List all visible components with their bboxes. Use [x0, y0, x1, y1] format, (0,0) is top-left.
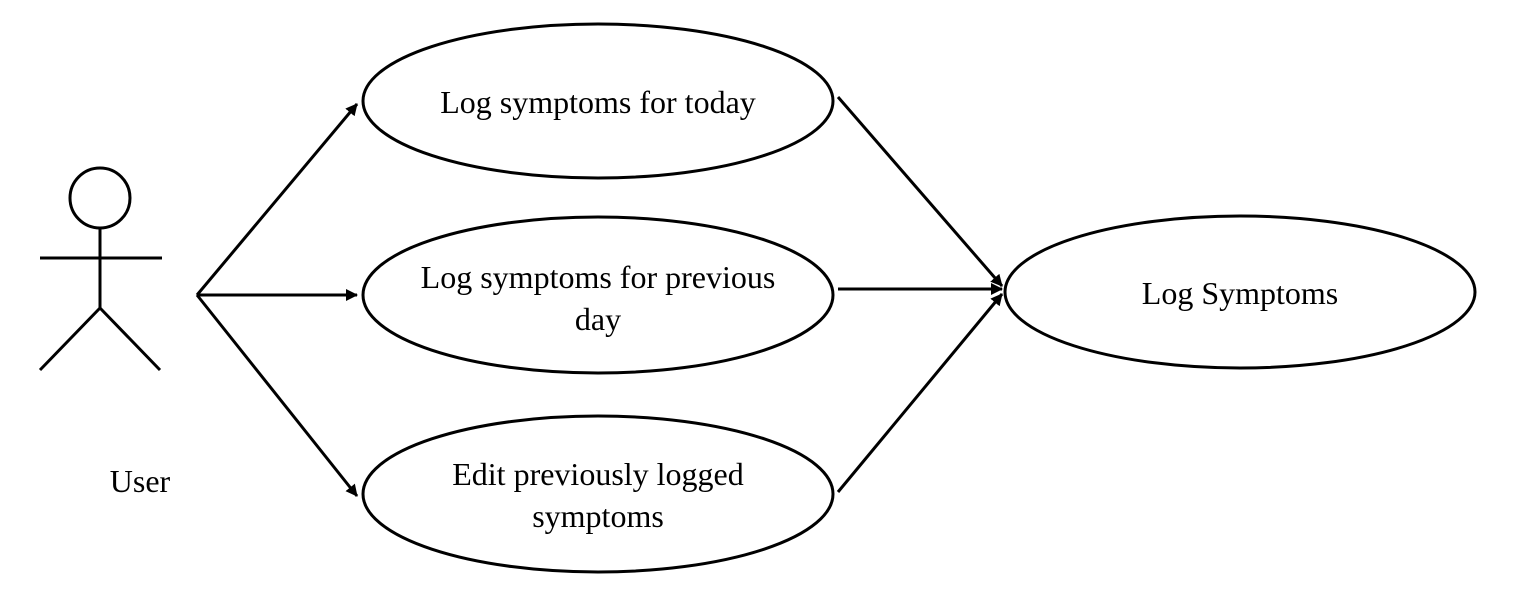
actor-label: User	[110, 463, 171, 499]
use-case-log-previous-day-label-line2: day	[575, 301, 621, 337]
edge-user-to-today	[195, 103, 359, 296]
stick-figure-icon	[38, 166, 162, 372]
edge-edit-to-log	[836, 293, 1004, 493]
edge-today-to-log	[836, 96, 1004, 287]
use-case-log-previous-day[interactable]: Log symptoms for previous day	[361, 215, 835, 375]
edge-user-to-edit	[195, 294, 359, 497]
use-case-log-previous-day-label-line1: Log symptoms for previous	[421, 259, 776, 295]
use-case-edit-previous-label-line1: Edit previously logged	[452, 456, 744, 492]
use-case-log-today[interactable]: Log symptoms for today	[361, 22, 835, 180]
use-case-log-symptoms-label: Log Symptoms	[1142, 275, 1338, 311]
use-case-edit-previous[interactable]: Edit previously logged symptoms	[361, 414, 835, 574]
use-case-edit-previous-label-line2: symptoms	[532, 498, 664, 534]
actor-user[interactable]: User	[38, 166, 171, 499]
use-case-log-symptoms[interactable]: Log Symptoms	[1003, 214, 1477, 370]
use-case-log-today-label: Log symptoms for today	[440, 84, 756, 120]
